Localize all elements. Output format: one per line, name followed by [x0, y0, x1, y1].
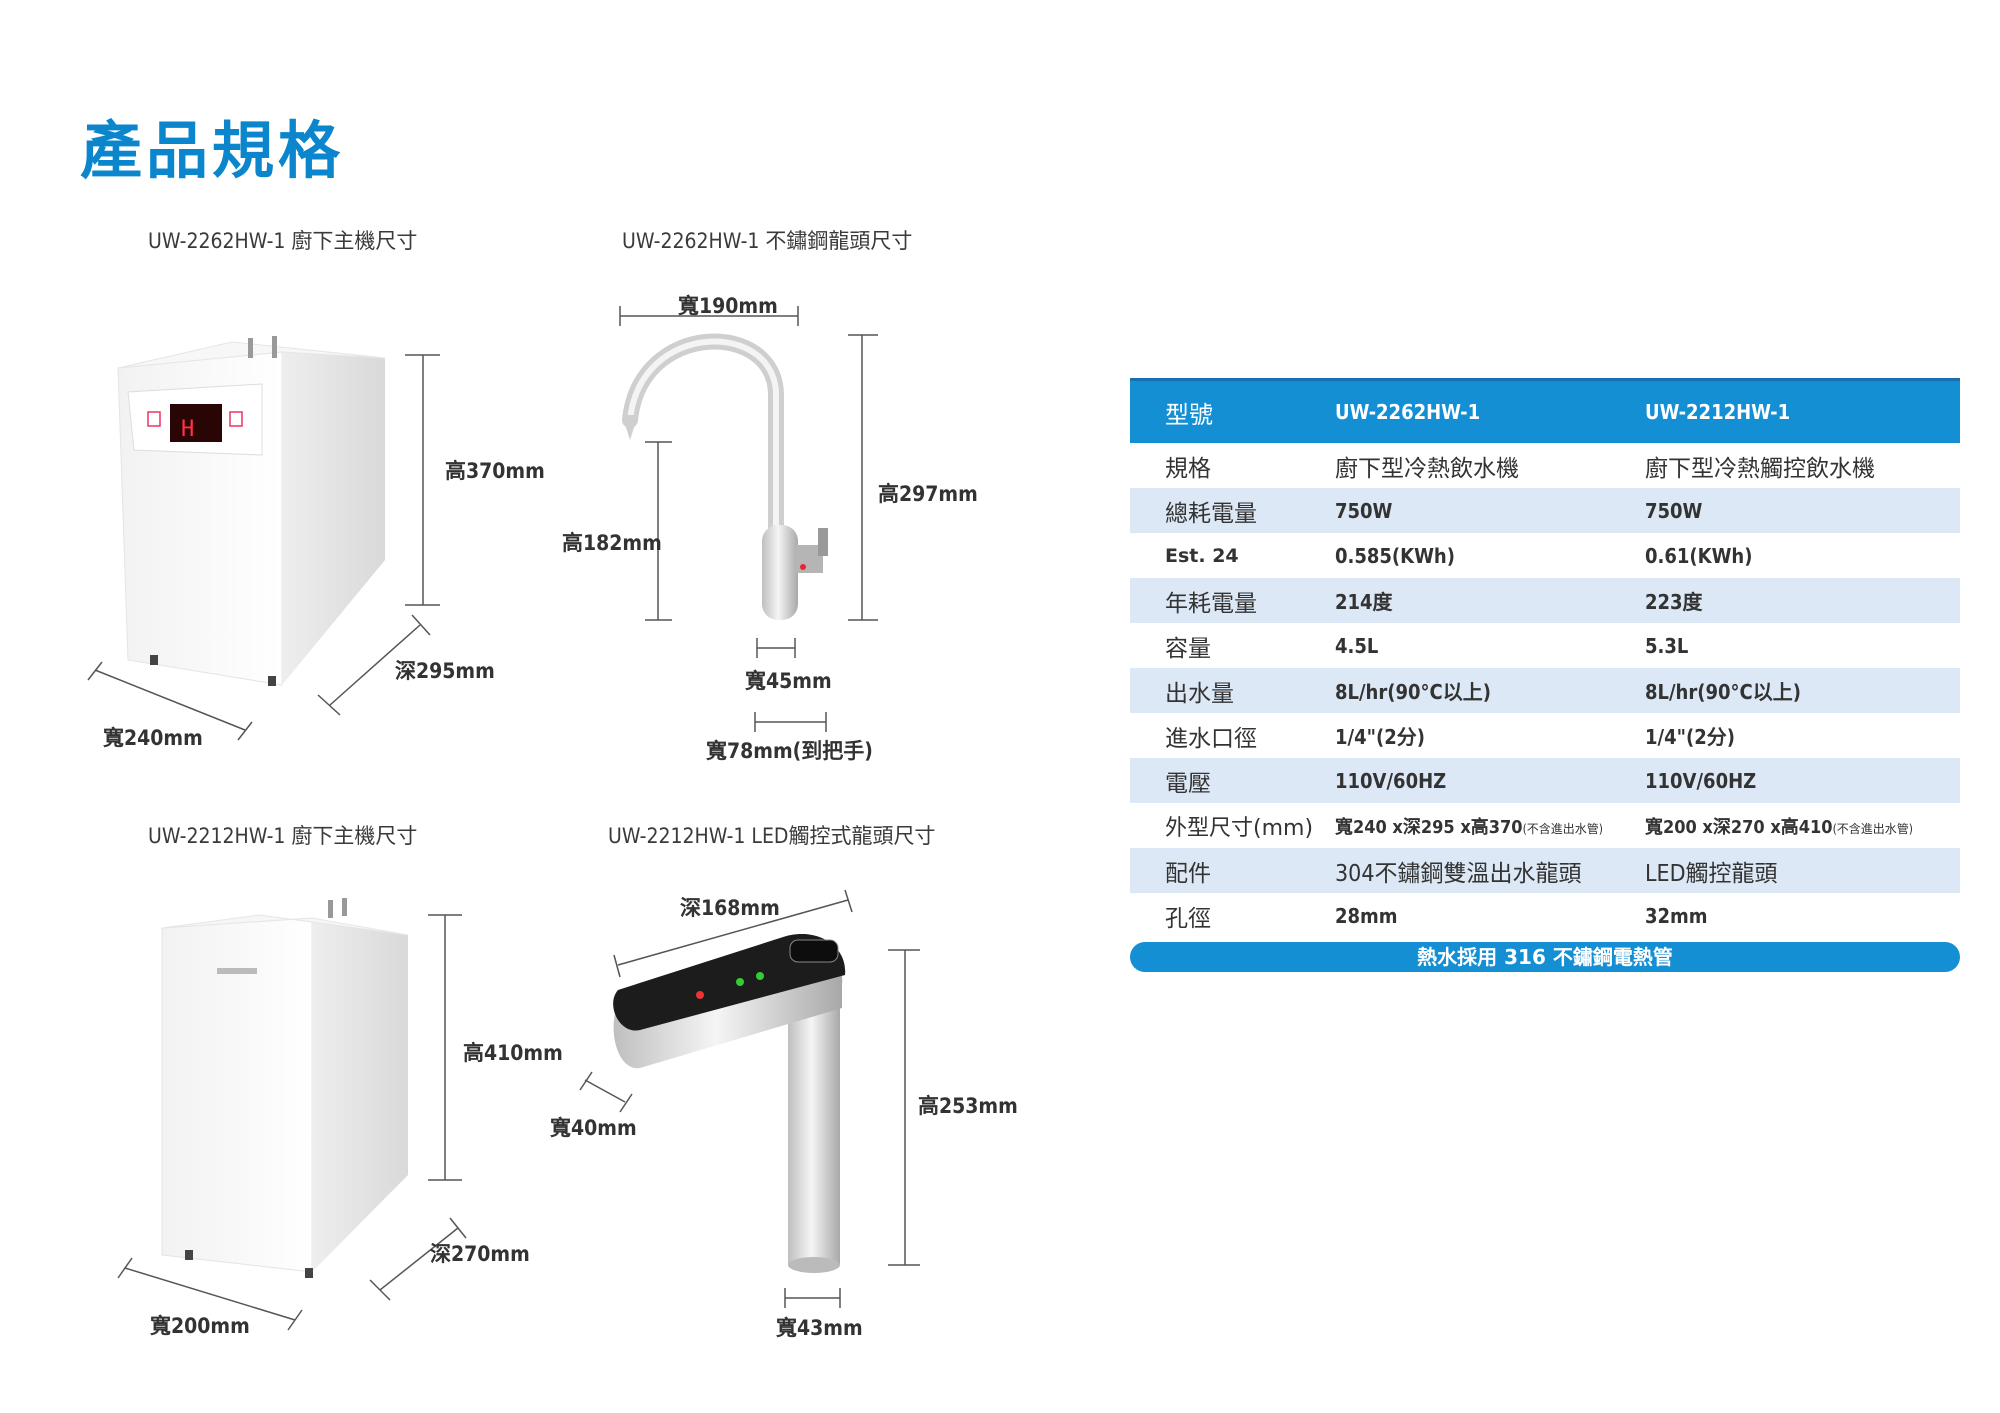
faucet2-caption: UW-2212HW-1 LED觸控式龍頭尺寸	[608, 824, 936, 848]
faucet1-caption: UW-2262HW-1 不鏽鋼龍頭尺寸	[622, 229, 913, 253]
unit2-image	[161, 898, 409, 1278]
row-value-a: 110V/60HZ	[1335, 768, 1447, 793]
row-value-b: 110V/60HZ	[1645, 768, 1757, 793]
row-value-a: 8L/hr(90°C以上)	[1335, 680, 1491, 704]
unit1-depth-label: 深295mm	[395, 659, 495, 683]
page-title: 產品規格	[80, 114, 345, 187]
row-value-a: 1/4"(2分)	[1335, 725, 1425, 749]
row-value-b: 0.61(KWh)	[1645, 543, 1753, 568]
row-value-a: 28mm	[1335, 903, 1398, 928]
size-note-a: (不含進出水管)	[1522, 821, 1603, 836]
size-note-b: (不含進出水管)	[1832, 821, 1913, 836]
table-row: 電壓 110V/60HZ 110V/60HZ	[1130, 758, 1960, 803]
table-row: 規格 廚下型冷熱飲水機 廚下型冷熱觸控飲水機	[1130, 443, 1960, 488]
spec-table-header: 型號 UW-2262HW-1 UW-2212HW-1	[1130, 378, 1960, 443]
faucet2-height-label: 高253mm	[918, 1094, 1018, 1118]
header-model: 型號	[1165, 400, 1213, 429]
unit1-image	[117, 336, 386, 686]
faucet1-image	[622, 333, 828, 620]
row-label: 年耗電量	[1165, 590, 1257, 617]
row-label: 總耗電量	[1165, 500, 1257, 527]
row-label: 容量	[1165, 635, 1211, 662]
faucet1-width-label: 寬190mm	[678, 294, 778, 318]
unit1-caption: UW-2262HW-1 廚下主機尺寸	[148, 229, 418, 253]
table-row: 外型尺寸(mm) 寬240 x深295 x高370(不含進出水管) 寬200 x…	[1130, 803, 1960, 848]
unit1-width-label: 寬240mm	[103, 726, 203, 750]
row-label: 出水量	[1165, 680, 1234, 707]
row-value-a: 750W	[1335, 498, 1393, 523]
row-value-b: LED觸控龍頭	[1645, 860, 1778, 887]
faucet2-image	[613, 933, 846, 1273]
row-label: 外型尺寸(mm)	[1165, 815, 1314, 841]
table-row: Est. 24 0.585(KWh) 0.61(KWh)	[1130, 533, 1960, 578]
table-row: 總耗電量 750W 750W	[1130, 488, 1960, 533]
row-value-a: 0.585(KWh)	[1335, 543, 1455, 568]
row-label: 規格	[1165, 455, 1211, 482]
row-value-a: 廚下型冷熱飲水機	[1335, 455, 1519, 482]
heating-note-banner: 熱水採用 316 不鏽鋼電熱管	[1130, 942, 1960, 972]
table-row: 孔徑 28mm 32mm	[1130, 893, 1960, 938]
row-value-b: 1/4"(2分)	[1645, 725, 1735, 749]
row-label: 孔徑	[1165, 905, 1211, 932]
faucet2-base-label: 寬43mm	[776, 1316, 863, 1340]
row-value-b: 寬200 x深270 x高410	[1645, 816, 1833, 838]
row-value-b: 32mm	[1645, 903, 1708, 928]
row-value-b: 8L/hr(90°C以上)	[1645, 680, 1801, 704]
row-value-a: 304不鏽鋼雙溫出水龍頭	[1335, 860, 1582, 887]
table-row: 年耗電量 214度 223度	[1130, 578, 1960, 623]
unit2-depth-label: 深270mm	[430, 1242, 530, 1266]
faucet2-depth-label: 深168mm	[680, 896, 780, 920]
row-value-b: 廚下型冷熱觸控飲水機	[1645, 455, 1875, 482]
unit2-caption: UW-2212HW-1 廚下主機尺寸	[148, 824, 418, 848]
faucet1-handle-label: 寬78mm(到把手)	[706, 739, 873, 763]
faucet1-height-total-label: 高297mm	[878, 482, 978, 506]
row-value-b: 223度	[1645, 590, 1703, 614]
unit2-height-label: 高410mm	[463, 1041, 563, 1065]
table-row: 出水量 8L/hr(90°C以上) 8L/hr(90°C以上)	[1130, 668, 1960, 713]
row-label: 進水口徑	[1165, 725, 1257, 752]
row-label: 配件	[1165, 860, 1211, 887]
row-label: 電壓	[1165, 770, 1211, 797]
faucet2-spout-width-label: 寬40mm	[550, 1116, 637, 1140]
table-row: 配件 304不鏽鋼雙溫出水龍頭 LED觸控龍頭	[1130, 848, 1960, 893]
unit2-width-label: 寬200mm	[150, 1314, 250, 1338]
table-row: 容量 4.5L 5.3L	[1130, 623, 1960, 668]
table-row: 進水口徑 1/4"(2分) 1/4"(2分)	[1130, 713, 1960, 758]
unit1-height-label: 高370mm	[445, 459, 545, 483]
row-value-a: 4.5L	[1335, 633, 1379, 658]
spec-table: 型號 UW-2262HW-1 UW-2212HW-1 規格 廚下型冷熱飲水機 廚…	[1130, 378, 1960, 972]
row-value-a: 214度	[1335, 590, 1393, 614]
row-label: Est. 24	[1165, 544, 1239, 567]
row-value-b: 750W	[1645, 498, 1703, 523]
row-value-b: 5.3L	[1645, 633, 1689, 658]
header-model-b: UW-2212HW-1	[1645, 400, 1791, 424]
faucet1-height-spout-label: 高182mm	[562, 531, 662, 555]
unit1-display-readout: H	[181, 417, 194, 442]
header-model-a: UW-2262HW-1	[1335, 400, 1481, 424]
faucet1-base-label: 寬45mm	[745, 669, 832, 693]
row-value-a: 寬240 x深295 x高370	[1335, 816, 1523, 838]
